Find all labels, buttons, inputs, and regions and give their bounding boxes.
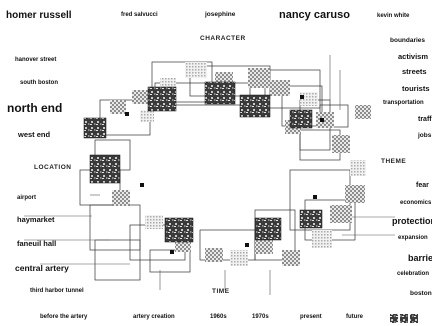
clip-photo-thumbnail — [89, 154, 121, 184]
clip-photo-thumbnail — [289, 109, 313, 129]
theme-barrier[interactable]: barrier — [408, 253, 432, 263]
clip-tile — [185, 62, 207, 78]
theme-transportation[interactable]: transportation — [383, 100, 424, 106]
clip-corner-marker — [300, 95, 304, 99]
character-kevin-white[interactable]: kevin white — [377, 13, 410, 19]
theme-expansion[interactable]: expansion — [398, 235, 428, 241]
location-central-artery[interactable]: central artery — [15, 263, 69, 273]
clip-tile — [332, 135, 350, 153]
character-fred-salvucci[interactable]: fred salvucci — [121, 12, 158, 18]
clip-tile — [300, 92, 318, 106]
clip-tile — [110, 100, 126, 114]
location-south-boston[interactable]: south boston — [20, 80, 58, 86]
clip-photo-thumbnail — [147, 86, 177, 112]
clip-tile — [255, 240, 273, 254]
theme-celebration[interactable]: celebration — [397, 271, 430, 277]
clip-photo-thumbnail — [204, 81, 236, 105]
clip-frame — [94, 239, 141, 281]
clip-tile — [270, 80, 290, 96]
location-hanover-street[interactable]: hanover street — [15, 57, 57, 63]
time-axis-label: TIME — [212, 288, 230, 295]
character-josephine[interactable]: josephine — [205, 11, 236, 18]
clip-tile — [230, 250, 248, 266]
character-homer-russell[interactable]: homer russell — [6, 10, 72, 21]
clip-photo-thumbnail — [299, 209, 323, 229]
clip-corner-marker — [245, 243, 249, 247]
time-1960s[interactable]: 1960s — [210, 314, 227, 320]
clip-tile — [350, 160, 366, 176]
time-1970s[interactable]: 1970s — [252, 314, 269, 320]
location-haymarket[interactable]: haymarket — [17, 215, 55, 224]
time-before-the-artery[interactable]: before the artery — [40, 314, 88, 320]
time-present[interactable]: present — [300, 314, 322, 320]
clip-corner-marker — [320, 118, 324, 122]
location-airport[interactable]: airport — [17, 195, 37, 201]
time-future[interactable]: future — [346, 314, 363, 320]
location-north-end[interactable]: north end — [7, 101, 63, 115]
character-axis-label: CHARACTER — [200, 35, 246, 42]
clip-tile — [132, 90, 148, 104]
theme-boundaries[interactable]: boundaries — [390, 37, 426, 44]
clip-tile — [205, 248, 223, 262]
location-third-harbor-tunnel[interactable]: third harbor tunnel — [30, 288, 84, 294]
theme-streets[interactable]: streets — [402, 67, 427, 76]
clip-frame — [89, 204, 141, 251]
legend-swatch-icon — [410, 314, 418, 323]
legend-swatch-icon — [390, 314, 398, 323]
clip-tile — [282, 250, 300, 266]
clip-corner-marker — [125, 112, 129, 116]
clip-tile — [355, 105, 371, 119]
theme-traffic[interactable]: traffic — [418, 116, 432, 123]
theme-activism[interactable]: activism — [398, 52, 429, 61]
clip-corner-marker — [313, 195, 317, 199]
theme-boston[interactable]: boston — [410, 290, 432, 297]
time-artery-creation[interactable]: artery creation — [133, 314, 175, 320]
clip-corner-marker — [140, 183, 144, 187]
theme-axis-label: THEME — [381, 158, 407, 165]
clip-corner-marker — [170, 250, 174, 254]
clip-photo-thumbnail — [83, 117, 107, 139]
clip-tile — [312, 230, 332, 248]
clip-tile — [145, 215, 163, 229]
clip-tile — [316, 112, 334, 128]
character-nancy-caruso[interactable]: nancy caruso — [279, 9, 350, 21]
theme-jobs[interactable]: jobs — [418, 132, 432, 139]
clip-tile — [345, 185, 365, 203]
location-west-end[interactable]: west end — [18, 130, 51, 139]
theme-tourists[interactable]: tourists — [402, 84, 430, 93]
theme-protection[interactable]: protection — [392, 216, 432, 226]
legend-swatch-icon — [400, 314, 408, 323]
theme-economics[interactable]: economics — [400, 200, 432, 206]
location-axis-label: LOCATION — [34, 164, 72, 171]
clip-photo-thumbnail — [239, 94, 271, 118]
clip-frame — [249, 69, 321, 109]
clip-tile — [248, 68, 270, 88]
clip-tile — [330, 205, 352, 223]
location-faneuil-hall[interactable]: faneuil hall — [17, 239, 57, 248]
clip-tile — [140, 110, 154, 122]
legend-swatch — [390, 314, 408, 323]
clip-tile — [112, 190, 130, 206]
clip-photo-thumbnail — [164, 217, 194, 243]
clip-photo-thumbnail — [254, 217, 282, 241]
theme-fear[interactable]: fear — [416, 182, 429, 189]
